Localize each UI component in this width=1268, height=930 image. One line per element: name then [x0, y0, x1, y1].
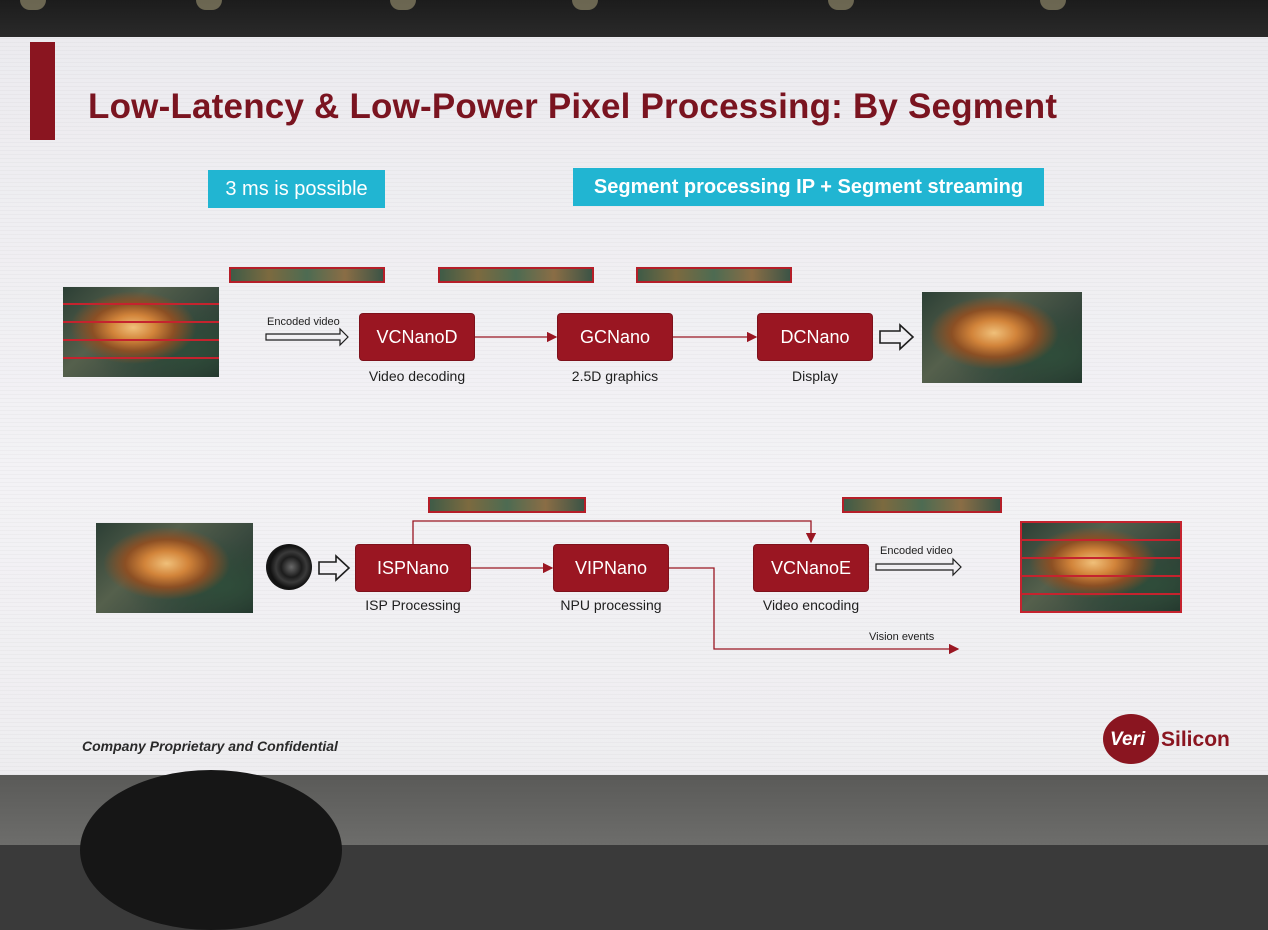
segment-strip: [428, 497, 586, 513]
gcnano-caption: 2.5D graphics: [571, 368, 659, 384]
projection-screen: Low-Latency & Low-Power Pixel Processing…: [0, 37, 1268, 775]
approach-badge: Segment processing IP + Segment streamin…: [573, 168, 1044, 206]
ceiling-light: [20, 0, 46, 10]
vision-events-arrow: [668, 567, 960, 655]
vcnanoe-caption: Video encoding: [762, 597, 860, 613]
segment-line: [1022, 593, 1180, 595]
veri-silicon-logo: Veri Silicon: [1103, 713, 1253, 765]
dcnano-caption: Display: [792, 368, 838, 384]
encoded-video-input-arrow: [265, 327, 349, 347]
segment-line: [63, 321, 219, 323]
ceiling-light: [572, 0, 598, 10]
ispnano-caption: ISP Processing: [365, 597, 461, 613]
encoded-video-input-label: Encoded video: [267, 316, 340, 328]
vcnanod-block: VCNanoD: [360, 314, 474, 360]
slide-title: Low-Latency & Low-Power Pixel Processing…: [88, 87, 1058, 126]
audience-head-silhouette: [80, 770, 342, 930]
display-output-frame: [922, 292, 1082, 383]
segment-line: [1022, 539, 1180, 541]
hollow-arrow-icon: [879, 323, 915, 351]
input-frame-segmented: [63, 287, 219, 377]
segment-line: [63, 339, 219, 341]
segment-strip: [842, 497, 1002, 513]
segment-strip: [229, 267, 385, 283]
encoded-output-frame-segmented: [1020, 521, 1182, 613]
vipnano-caption: NPU processing: [560, 597, 662, 613]
ceiling-light: [390, 0, 416, 10]
segment-strip: [636, 267, 792, 283]
gcnano-block: GCNano: [558, 314, 672, 360]
vision-events-label: Vision events: [869, 631, 935, 643]
ispnano-block: ISPNano: [356, 545, 470, 591]
vcnanod-caption: Video decoding: [368, 368, 466, 384]
encoded-video-output-arrow: [875, 557, 962, 577]
camera-icon: [266, 544, 312, 590]
hollow-arrow-icon: [318, 554, 351, 582]
logo-circle: [1103, 714, 1159, 764]
ceiling-light: [1040, 0, 1066, 10]
segment-line: [1022, 575, 1180, 577]
segment-line: [1022, 557, 1180, 559]
logo-text-veri: Veri: [1110, 729, 1146, 750]
encoded-video-output-label: Encoded video: [880, 545, 953, 557]
segment-line: [63, 357, 219, 359]
dcnano-block: DCNano: [758, 314, 872, 360]
latency-badge: 3 ms is possible: [208, 170, 385, 208]
ceiling-light: [828, 0, 854, 10]
title-accent-bar: [30, 42, 55, 140]
ceiling-light: [196, 0, 222, 10]
vcnanoe-block: VCNanoE: [754, 545, 868, 591]
camera-scene-frame: [96, 523, 253, 613]
connector-layer: [265, 323, 962, 655]
confidentiality-footer: Company Proprietary and Confidential: [82, 738, 338, 754]
ispnano-to-vcnanoe-arrow: [412, 520, 817, 544]
vipnano-block: VIPNano: [554, 545, 668, 591]
segment-strip: [438, 267, 594, 283]
segment-line: [63, 303, 219, 305]
logo-text-silicon: Silicon: [1161, 728, 1230, 751]
ceiling: [0, 0, 1268, 38]
